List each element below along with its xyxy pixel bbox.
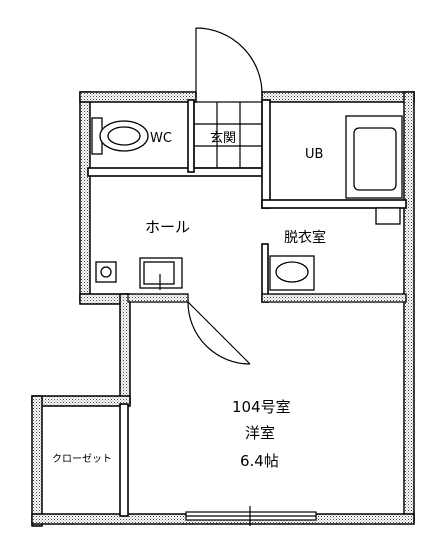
room-label-wc: WC <box>150 131 172 146</box>
bathtub-icon <box>345 115 403 199</box>
room-type: 洋室 <box>245 424 275 442</box>
room-label-closet: クローゼット <box>52 453 112 465</box>
toilet-icon <box>91 117 149 155</box>
genkan-tiles <box>193 101 263 169</box>
room-size: 6.4帖 <box>240 452 279 470</box>
room-label-ub: UB <box>305 147 323 162</box>
kitchen-sink-icon <box>139 257 183 290</box>
washbasin-icon <box>269 255 315 291</box>
room-number: 104号室 <box>232 398 291 416</box>
ub-fixture-icon <box>375 207 401 225</box>
room-label-hall: ホール <box>145 218 190 236</box>
bottom-window <box>185 506 317 526</box>
room-label-datsuishitsu: 脱衣室 <box>284 229 326 246</box>
room-door <box>187 301 251 365</box>
stove-icon <box>95 261 117 283</box>
room-label-genkan: 玄関 <box>210 131 236 146</box>
entrance-door <box>195 27 263 97</box>
